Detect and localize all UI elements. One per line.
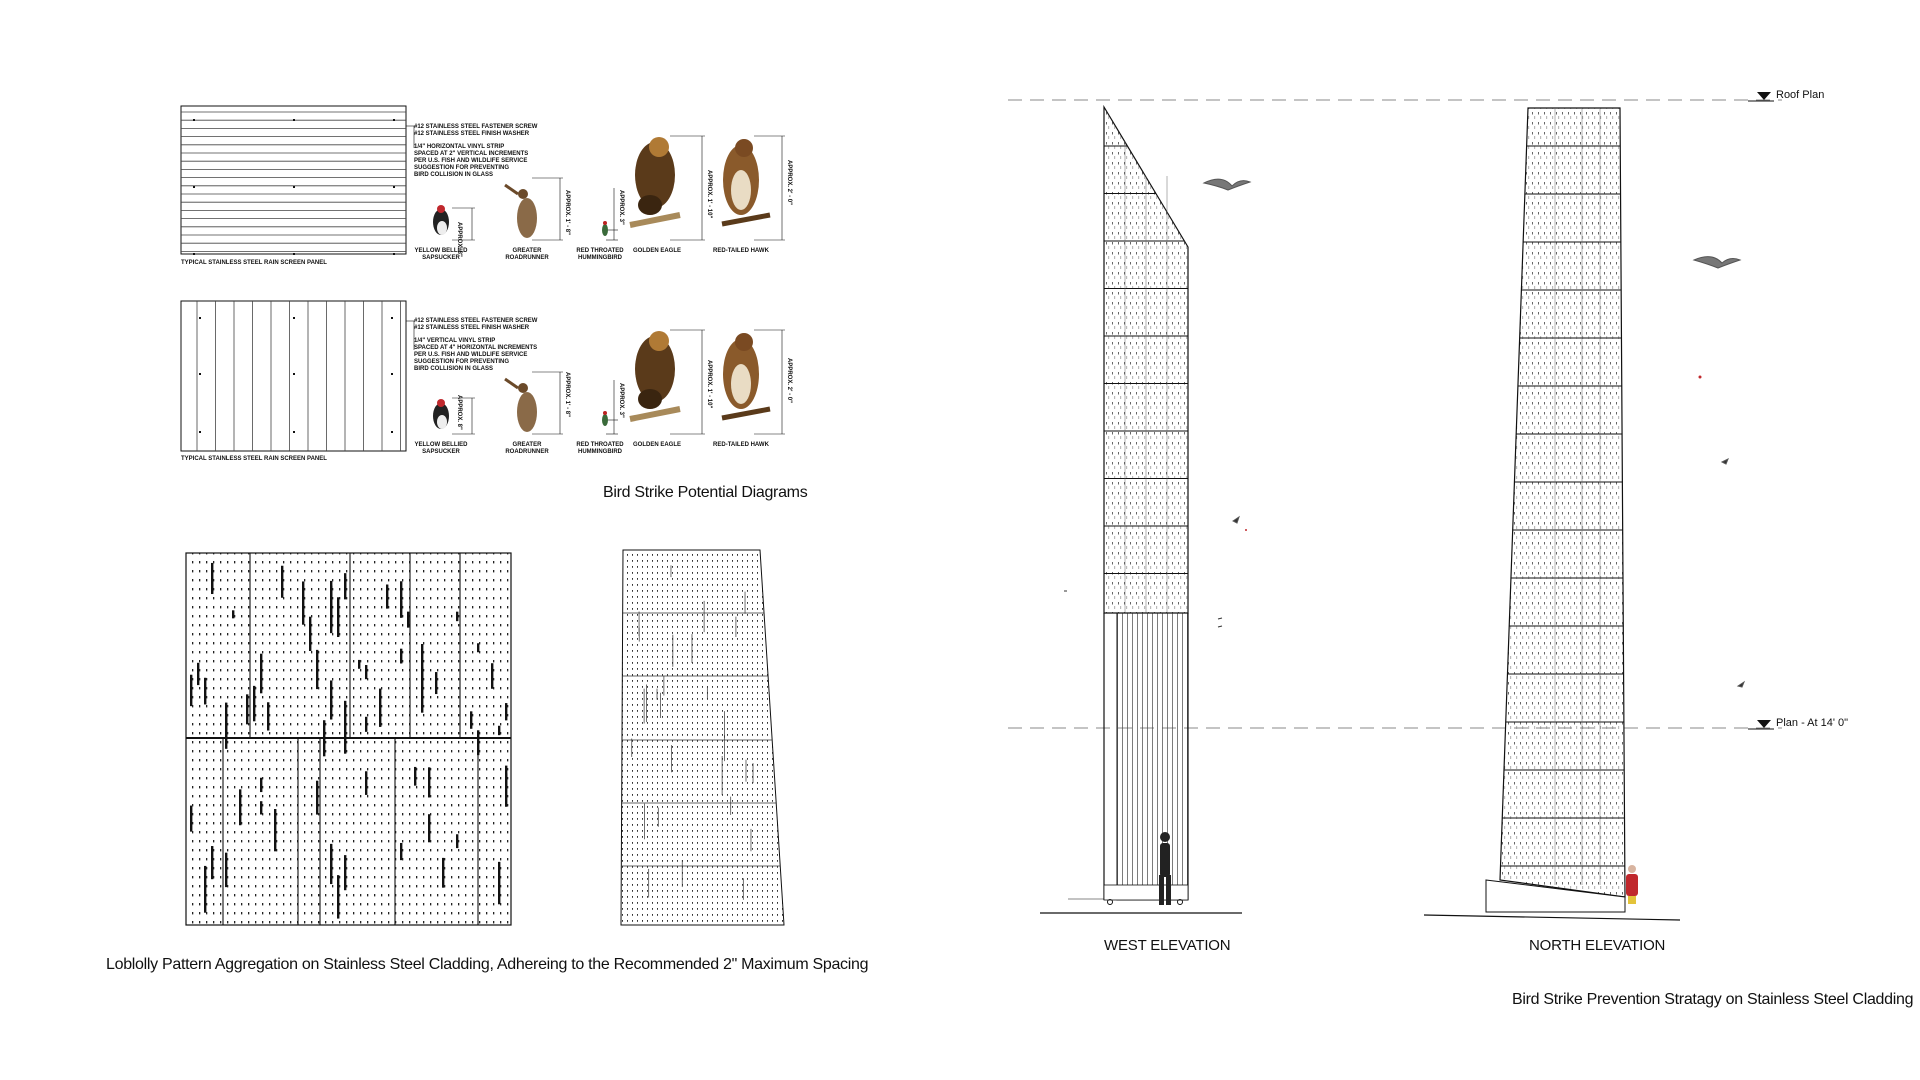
note-line: BIRD COLLISION IN GLASS — [414, 172, 494, 178]
bird-strike-diagrams-title: Bird Strike Potential Diagrams — [603, 484, 808, 501]
hummingbird-icon — [602, 221, 608, 236]
note-line: #12 STAINLESS STEEL FASTENER SCREW — [414, 318, 538, 324]
golden-eagle-icon — [629, 331, 681, 422]
roadrunner-icon — [504, 183, 537, 238]
note-leaders — [406, 125, 415, 350]
bird-size-roadrunner: APPROX. 1' - 8" — [564, 372, 570, 417]
note-line: SPACED AT 2" VERTICAL INCREMENTS — [414, 151, 529, 157]
red-tailed-hawk-icon — [721, 139, 771, 227]
bird-dimension-lines-bottom — [452, 329, 785, 435]
note-line: #12 STAINLESS STEEL FINISH WASHER — [414, 131, 530, 137]
bird-name: SAPSUCKER — [422, 449, 460, 455]
horizontal-panel-label: TYPICAL STAINLESS STEEL RAIN SCREEN PANE… — [181, 260, 327, 266]
bird-label-roadrunner: GREATER ROADRUNNER — [505, 442, 549, 455]
small-bird-icon — [1736, 680, 1746, 688]
sapsucker-icon — [433, 205, 449, 235]
bird-name: YELLOW BELLIED — [414, 248, 468, 254]
bird-name: HUMMINGBIRD — [578, 255, 622, 261]
bird-dimension-lines-top — [452, 135, 785, 241]
bird-size-golden-eagle: APPROX. 1' - 10" — [706, 170, 712, 219]
bird-name: SAPSUCKER — [422, 255, 460, 261]
bird-size-roadrunner: APPROX. 1' - 8" — [564, 190, 570, 235]
note-line: SUGGESTION FOR PREVENTING — [414, 165, 510, 171]
bird-size-hummingbird: APPROX. 3" — [618, 383, 624, 418]
note-line: 1/4" HORIZONTAL VINYL STRIP — [414, 144, 505, 150]
bird-size-golden-eagle: APPROX. 1' - 10" — [706, 360, 712, 409]
note-line: PER U.S. FISH AND WILDLIFE SERVICE — [414, 352, 528, 358]
small-bird-icon — [1720, 457, 1729, 465]
bird-size-red-tailed-hawk: APPROX. 2' - 0" — [786, 160, 792, 205]
plan-level-marker-icon — [1757, 720, 1771, 728]
note-line: 1/4" VERTICAL VINYL STRIP — [414, 338, 496, 344]
bird-label-red-tailed-hawk: RED-TAILED HAWK — [713, 248, 769, 254]
note-line: #12 STAINLESS STEEL FINISH WASHER — [414, 325, 530, 331]
west-elevation-label: WEST ELEVATION — [1104, 937, 1231, 954]
plan-level-label: Plan - At 14' 0" — [1776, 717, 1849, 729]
vertical-panel-label: TYPICAL STAINLESS STEEL RAIN SCREEN PANE… — [181, 456, 327, 462]
bird-name: YELLOW BELLIED — [414, 442, 468, 448]
bird-size-sapsucker: APPROX. 8" — [456, 222, 462, 257]
vertical-strip-panel — [180, 300, 407, 452]
flying-birds — [1064, 178, 1746, 688]
roof-level-marker-icon — [1757, 92, 1771, 100]
roof-level-label: Roof Plan — [1776, 89, 1825, 101]
bird-size-hummingbird: APPROX. 3" — [618, 190, 624, 225]
west-elevation-tower — [1040, 104, 1242, 914]
note-line: SUGGESTION FOR PREVENTING — [414, 359, 510, 365]
bird-label-golden-eagle: GOLDEN EAGLE — [632, 442, 681, 448]
bird-name: HUMMINGBIRD — [578, 449, 622, 455]
sapsucker-icon — [433, 399, 449, 429]
person-figure-icon — [1159, 832, 1171, 905]
vertical-strip-note: #12 STAINLESS STEEL FASTENER SCREW #12 S… — [414, 318, 537, 373]
child-figure-icon — [1626, 865, 1638, 904]
bird-name: RED THROATED — [576, 248, 624, 254]
horizontal-strip-panel — [180, 105, 407, 255]
bird-illustrations-top — [433, 137, 771, 238]
bird-size-sapsucker: APPROX. 8" — [456, 395, 462, 430]
bird-label-red-tailed-hawk: RED-TAILED HAWK — [713, 442, 769, 448]
loblolly-pattern-grid — [185, 552, 512, 926]
flying-hawk-icon — [1692, 256, 1742, 269]
small-bird-icon — [1232, 515, 1240, 524]
red-tailed-hawk-icon — [721, 333, 771, 421]
north-elevation-tower — [1423, 107, 1681, 921]
bird-label-roadrunner: GREATER ROADRUNNER — [505, 248, 549, 261]
hummingbird-icon — [602, 411, 608, 426]
note-line: PER U.S. FISH AND WILDLIFE SERVICE — [414, 158, 528, 164]
golden-eagle-icon — [629, 137, 681, 228]
bird-size-red-tailed-hawk: APPROX. 2' - 0" — [786, 358, 792, 403]
loblolly-pattern-caption: Loblolly Pattern Aggregation on Stainles… — [106, 956, 869, 973]
note-line: SPACED AT 4" HORIZONTAL INCREMENTS — [414, 345, 538, 351]
bird-strike-prevention-caption: Bird Strike Prevention Stratagy on Stain… — [1512, 991, 1914, 1008]
tapered-cladding-sample — [620, 549, 785, 926]
flying-hawk-icon — [1202, 178, 1252, 191]
note-line: BIRD COLLISION IN GLASS — [414, 366, 494, 372]
level-lines — [1008, 92, 1782, 730]
roadrunner-icon — [504, 377, 537, 432]
bird-name: RED THROATED — [576, 442, 624, 448]
bird-label-golden-eagle: GOLDEN EAGLE — [632, 248, 681, 254]
horizontal-strip-note: #12 STAINLESS STEEL FASTENER SCREW #12 S… — [414, 124, 537, 179]
north-elevation-label: NORTH ELEVATION — [1529, 937, 1666, 954]
bird-illustrations-bottom — [433, 331, 771, 432]
note-line: #12 STAINLESS STEEL FASTENER SCREW — [414, 124, 538, 130]
